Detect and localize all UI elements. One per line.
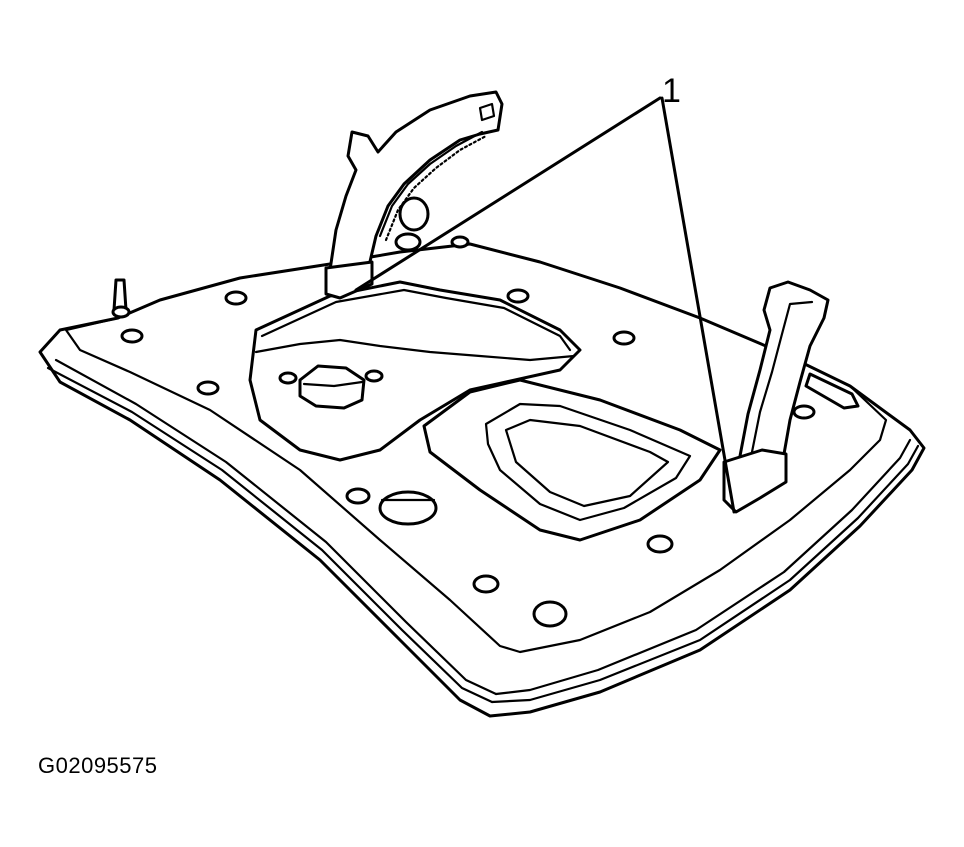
leader-line-left [354, 96, 662, 292]
mounting-holes [120, 235, 816, 594]
switch-block-top [302, 380, 364, 388]
center-housing-top [260, 288, 572, 352]
right-stud [804, 372, 860, 410]
center-housing-ridge [254, 338, 576, 362]
plate-lip-right-2 [494, 438, 912, 696]
right-arm-foot [722, 448, 788, 514]
figure-id: G02095575 [38, 753, 158, 778]
left-regulator-arm [328, 90, 504, 282]
leader-line-right [660, 96, 736, 514]
right-arm-inner [750, 300, 814, 454]
left-stud [112, 278, 128, 312]
plate-lip-right [490, 444, 920, 704]
plate-lip-left-2 [54, 358, 498, 696]
right-regulator-arm [738, 280, 830, 468]
left-arm-teeth [378, 130, 484, 238]
switch-block [298, 364, 366, 410]
left-arm-pivot [398, 196, 430, 232]
left-arm-slot [478, 102, 496, 122]
plug-round [532, 600, 568, 628]
callout-number: 1 [662, 72, 681, 110]
plate-lip-left [46, 366, 494, 704]
plug-oval [378, 490, 438, 526]
left-arm-pivot-nut [394, 232, 422, 252]
left-stud-base [111, 305, 131, 319]
left-arm-teeth-mark [384, 134, 488, 242]
rect-recess-outer [422, 378, 722, 542]
rect-recess-inner [484, 402, 692, 522]
rect-recess-floor [504, 418, 670, 508]
